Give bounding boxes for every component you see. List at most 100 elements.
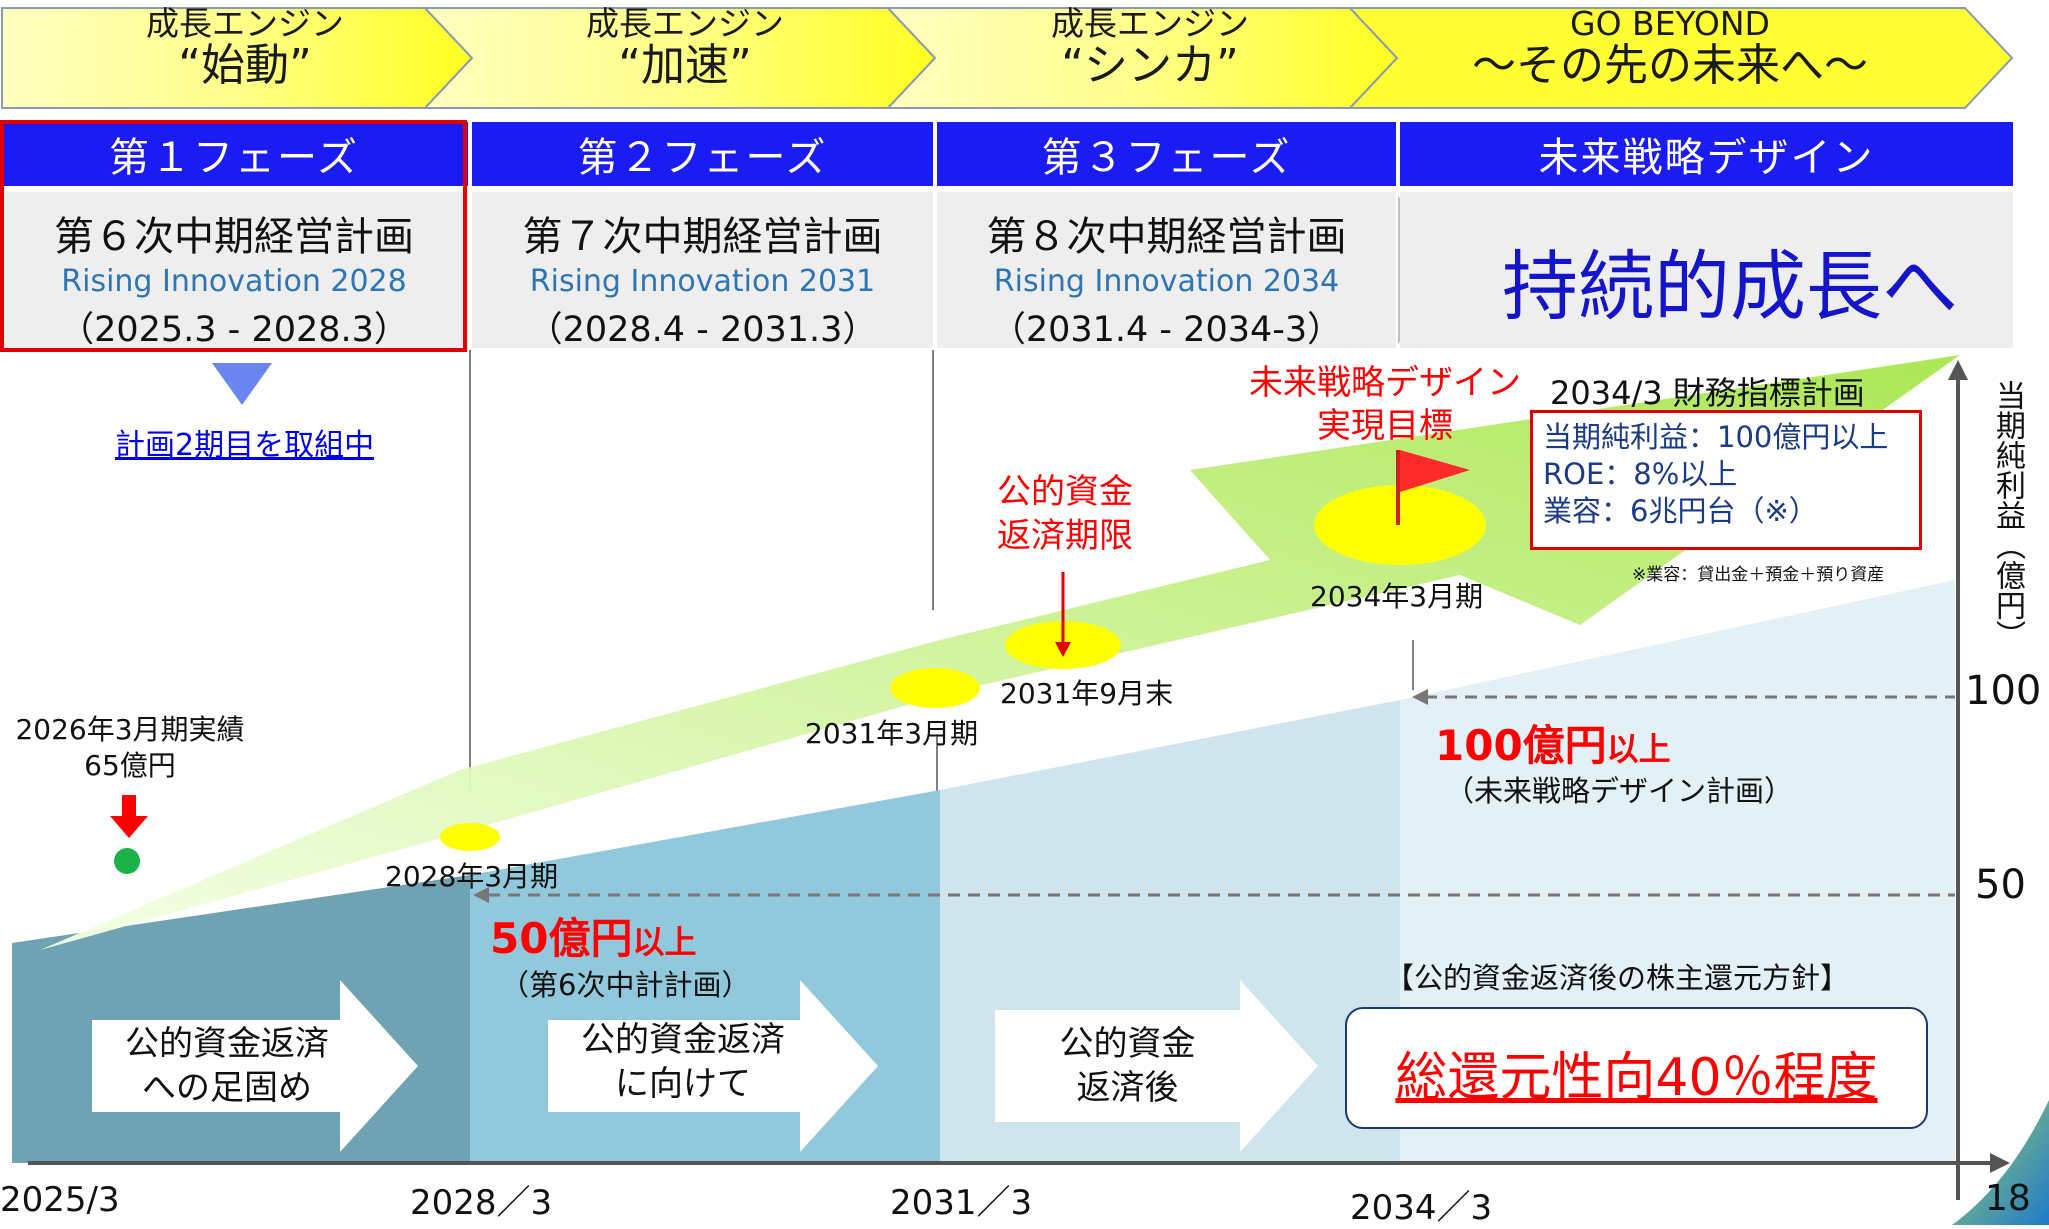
corner-swoosh <box>1952 1100 2049 1225</box>
target-100-suffix: 以上 <box>1606 730 1671 768</box>
target-100-value: 100億円 <box>1435 721 1607 770</box>
target-50-arrowhead <box>473 887 489 903</box>
repay-deadline-l1: 公的資金 <box>997 472 1133 512</box>
fin-plan-title: 2034/3 財務指標計画 <box>1550 374 1865 412</box>
current-phase-pointer-icon <box>212 363 272 405</box>
plan-7: 第７次中期経営計画 Rising Innovation 2031 （2028.4… <box>472 192 933 350</box>
stage-3-text: 公的資金 返済後 <box>995 1022 1260 1110</box>
phase-1: 第１フェーズ <box>0 122 468 186</box>
milestone-2028 <box>440 823 500 851</box>
stage-1-l1: 公的資金返済 <box>125 1024 329 1064</box>
engine-3: 成長エンジン “シンカ” <box>950 4 1350 92</box>
plan-8-title: 第８次中期経営計画 <box>986 214 1347 260</box>
engine-1-line2: “始動” <box>178 40 312 92</box>
engine-4-line2: ～その先の未来へ～ <box>1472 40 1868 92</box>
engine-2-line2: “加速” <box>618 40 752 92</box>
target-50-suffix: 以上 <box>632 923 697 961</box>
x-tick-2025: 2025/3 <box>0 1180 120 1220</box>
stage-arrow-1 <box>92 980 418 1152</box>
stage-3-l1: 公的資金 <box>1059 1024 1196 1064</box>
plan-7-period: （2028.4 - 2031.3） <box>527 310 878 350</box>
stage-3-l2: 返済後 <box>1076 1068 1179 1109</box>
engine-1-line1: 成長エンジン <box>146 4 344 43</box>
milestone-2031 <box>890 668 980 708</box>
policy-value: 総還元性向40％程度 <box>1395 1048 1878 1108</box>
deadline-arrow-head <box>1055 642 1071 657</box>
y-axis-label: 当期純利益（億円） <box>1990 380 2025 650</box>
plan-8-sub: Rising Innovation 2034 <box>993 264 1340 299</box>
future-goal: 持続的成長へ <box>1502 242 1958 331</box>
engine-3-line2: “シンカ” <box>1061 40 1239 92</box>
future-target-label: 未来戦略デザイン 実現目標 <box>1225 362 1545 447</box>
plan-6: 第６次中期経営計画 Rising Innovation 2028 （2025.3… <box>0 192 468 350</box>
actual-2026-value: 65億円 <box>84 749 176 783</box>
milestone-2034-label: 2034年3月期 <box>1310 580 1484 613</box>
actual-2026-label: 2026年3月期実績 65億円 <box>5 712 255 785</box>
stage-2-text: 公的資金返済 に向けて <box>548 1018 818 1106</box>
target-100-arrowhead <box>1412 689 1428 705</box>
plan-6-sub: Rising Innovation 2028 <box>61 264 407 299</box>
actual-2026-title: 2026年3月期実績 <box>15 713 245 746</box>
x-axis-arrowhead <box>1990 1153 2010 1173</box>
engine-banner <box>1 7 2014 109</box>
engine-3-line1: 成長エンジン <box>1051 4 1249 43</box>
target-50-value: 50億円 <box>490 914 633 963</box>
plan-7-sub: Rising Innovation 2031 <box>529 264 876 299</box>
fin-plan-item-3: 業容：6兆円台（※） <box>1543 494 1818 529</box>
fin-plan-item-2: ROE：8%以上 <box>1543 457 1738 492</box>
x-tick-2028: 2028／3 <box>410 1183 553 1223</box>
fin-plan-box: 当期純利益：100億円以上 ROE：8%以上 業容：6兆円台（※） <box>1530 410 1922 550</box>
future-box <box>1400 192 2013 348</box>
phase-4: 未来戦略デザイン <box>1400 122 2013 186</box>
stage-1-text: 公的資金返済 への足固め <box>92 1022 362 1110</box>
growth-arrow <box>40 355 1960 950</box>
future-target-l1: 未来戦略デザイン <box>1249 363 1521 403</box>
current-progress-link[interactable]: 計画2期目を取組中 <box>115 428 375 463</box>
repay-deadline-l2: 返済期限 <box>997 516 1133 557</box>
fin-plan-note: ※業容：貸出金＋預金＋預り資産 <box>1632 565 1885 585</box>
engine-chevron-4 <box>1347 7 2014 109</box>
plan-8-period: （2031.4 - 2034-3） <box>990 310 1343 350</box>
y-tick-100: 100 <box>1965 668 2042 714</box>
plan-7-title: 第７次中期経営計画 <box>522 214 883 260</box>
stage-arrow-2 <box>548 980 878 1152</box>
panel-phase-1 <box>12 875 470 1163</box>
phase-2: 第２フェーズ <box>472 122 933 186</box>
target-50-note: （第6次中計計画） <box>500 968 751 1002</box>
stage-2-l1: 公的資金返済 <box>581 1020 785 1060</box>
fin-plan-item-1: 当期純利益：100億円以上 <box>1543 420 1889 454</box>
engine-2: 成長エンジン “加速” <box>485 4 885 92</box>
stage-2-l2: に向けて <box>615 1064 751 1105</box>
phase-3: 第３フェーズ <box>937 122 1396 186</box>
target-100-label: 100億円以上 <box>1435 712 1671 773</box>
current-phase-highlight <box>0 120 467 352</box>
actual-2026-dot <box>114 848 140 874</box>
plan-6-title: 第６次中期経営計画 <box>54 214 414 260</box>
milestone-2031-9-label: 2031年9月末 <box>1000 677 1174 710</box>
stage-1-l2: への足固め <box>142 1068 312 1109</box>
actual-arrow-icon <box>110 816 148 838</box>
plan-6-period: （2025.3 - 2028.3） <box>59 310 409 350</box>
actual-arrow-shaft <box>122 795 136 817</box>
policy-box <box>1345 1007 1928 1129</box>
engine-2-line1: 成長エンジン <box>586 4 784 43</box>
target-50-label: 50億円以上 <box>490 905 696 966</box>
y-tick-50: 50 <box>1975 862 2026 908</box>
engine-1: 成長エンジン “始動” <box>70 4 420 92</box>
repay-deadline-label: 公的資金 返済期限 <box>975 470 1155 558</box>
policy-value-wrap: 総還元性向40％程度 <box>1345 1035 1928 1110</box>
y-axis-arrowhead <box>1948 360 1968 380</box>
x-tick-2031: 2031／3 <box>890 1183 1033 1223</box>
milestone-2028-label: 2028年3月期 <box>385 860 559 893</box>
engine-4: GO BEYOND ～その先の未来へ～ <box>1410 4 1930 92</box>
plan-8: 第８次中期経営計画 Rising Innovation 2034 （2031.4… <box>937 192 1396 350</box>
flag-icon <box>1400 450 1470 492</box>
future-target-l2: 実現目標 <box>1317 405 1453 446</box>
x-tick-2034: 2034／3 <box>1350 1188 1493 1228</box>
target-100-note: （未来戦略デザイン計画） <box>1445 774 1794 808</box>
engine-4-line1: GO BEYOND <box>1570 4 1770 43</box>
stage-arrow-3 <box>995 980 1318 1152</box>
milestone-2031-label: 2031年3月期 <box>805 717 979 750</box>
policy-title: 【公的資金返済後の株主還元方針】 <box>1385 961 1850 995</box>
page-number: 18 <box>1985 1178 2031 1219</box>
